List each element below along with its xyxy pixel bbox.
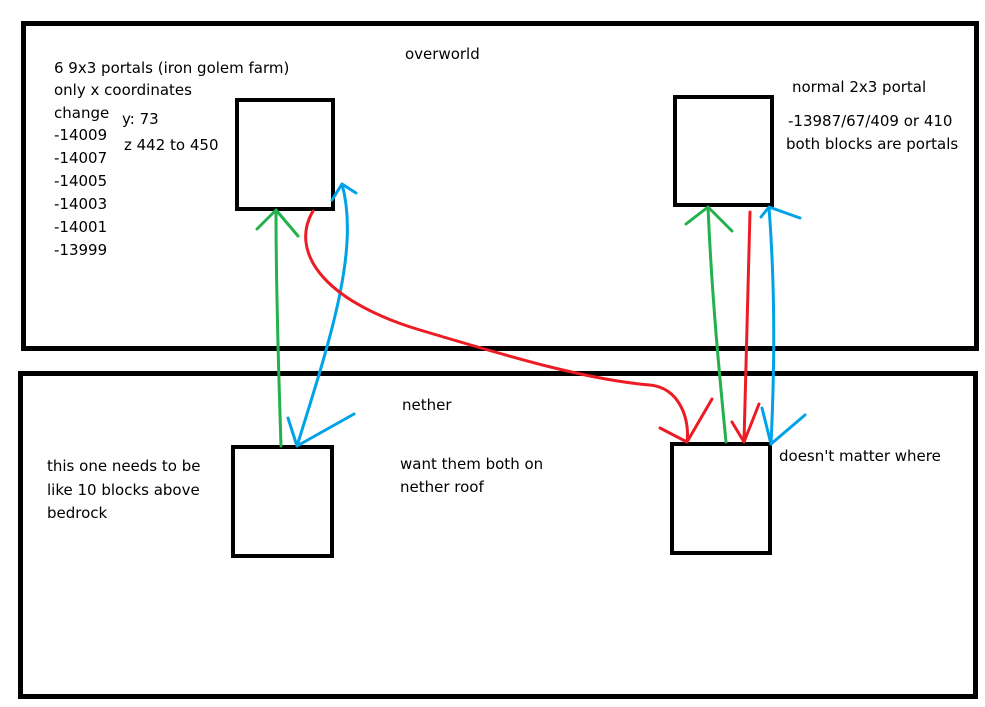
x-coordinate: -14001 <box>54 218 108 236</box>
red-arrow-long <box>304 209 714 444</box>
blue-arrow-right <box>759 205 807 446</box>
nether-middle-note-line: nether roof <box>400 478 484 496</box>
nether-label: nether <box>402 396 452 414</box>
overworld-golem-farm-portal <box>235 98 335 211</box>
overworld-label: overworld <box>405 45 480 63</box>
x-coordinate: -14005 <box>54 172 108 190</box>
nether-region <box>18 371 978 699</box>
normal-portal-heading: normal 2x3 portal <box>792 78 927 96</box>
overworld-region <box>21 21 979 351</box>
golem-farm-heading: 6 9x3 portals (iron golem farm) <box>54 59 290 77</box>
x-coordinate: -14003 <box>54 195 108 213</box>
nether-left-note-line: like 10 blocks above <box>47 481 200 499</box>
z-coordinate-range: z 442 to 450 <box>124 136 219 154</box>
normal-portal-note: both blocks are portals <box>786 135 959 153</box>
green-arrow-left <box>255 208 300 448</box>
overworld-normal-portal <box>673 95 774 207</box>
normal-portal-coords: -13987/67/409 or 410 <box>788 112 953 130</box>
x-coordinate: -14009 <box>54 126 108 144</box>
nether-middle-note-line: want them both on <box>400 455 544 473</box>
nether-left-note-line: bedrock <box>47 504 108 522</box>
nether-left-note-line: this one needs to be <box>47 457 201 475</box>
red-arrow-right <box>730 210 761 444</box>
golem-farm-subheading: only x coordinates <box>54 81 192 99</box>
blue-arrow-left <box>286 182 358 448</box>
green-arrow-right <box>684 205 734 444</box>
x-coordinate: -13999 <box>54 241 108 259</box>
nether-right-portal <box>670 442 772 555</box>
nether-right-note: doesn't matter where <box>779 447 941 465</box>
x-coordinate: -14007 <box>54 149 108 167</box>
y-coordinate: y: 73 <box>122 110 159 128</box>
golem-farm-change: change <box>54 104 110 122</box>
nether-left-portal <box>231 445 334 558</box>
